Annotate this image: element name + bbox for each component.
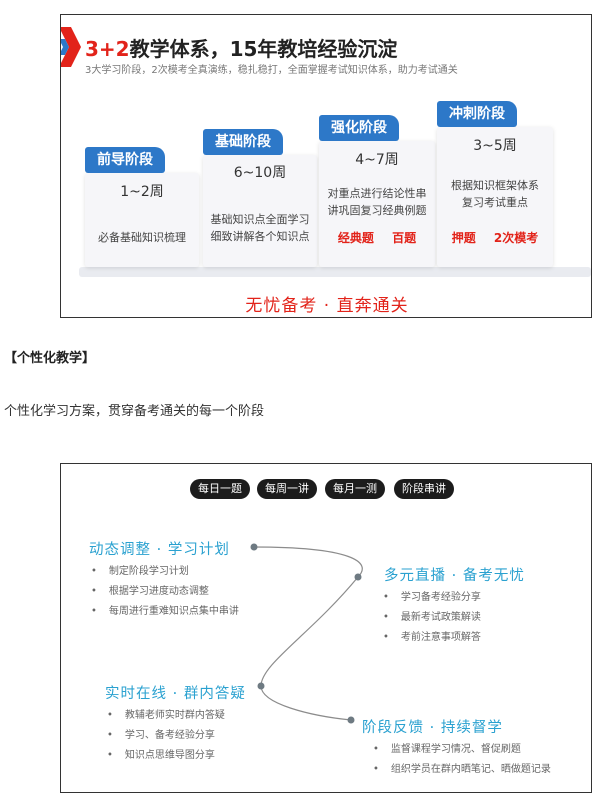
list-item: 每周进行重难知识点集中串讲 bbox=[91, 602, 239, 622]
section-title-live-stream: 多元直播 · 备考无忧 bbox=[384, 568, 525, 584]
stage-weeks: 6~10周 bbox=[233, 165, 287, 181]
stage-weeks: 3~5周 bbox=[473, 138, 517, 154]
curve-node bbox=[250, 543, 258, 551]
section-list: 教辅老师实时群内答疑 学习、备考经验分享 知识点思维导图分享 bbox=[107, 706, 225, 766]
pill-stage-review: 阶段串讲 bbox=[394, 479, 454, 499]
list-item: 学习、备考经验分享 bbox=[107, 726, 225, 746]
section-title-dynamic-plan: 动态调整 · 学习计划 bbox=[89, 542, 230, 558]
stage-desc: 必备基础知识梳理 bbox=[98, 231, 186, 244]
stage-tag-intensive: 强化阶段 bbox=[319, 115, 399, 141]
pill-weekly-lecture: 每周一讲 bbox=[257, 479, 317, 499]
stage-card-sprint bbox=[437, 127, 553, 267]
stage-desc: 基础知识点全面学习 细致讲解各个知识点 bbox=[210, 213, 310, 243]
personalized-teaching-figure: 每日一题 每周一讲 每月一测 阶段串讲 动态调整 · 学习计划 制定阶段学习计划… bbox=[60, 463, 592, 793]
stage-card-intensive bbox=[319, 141, 435, 267]
figure-slogan: 无忧备考 · 直奔通关 bbox=[245, 296, 409, 316]
connector-curve bbox=[250, 543, 363, 724]
stage-tag-sprint: 冲刺阶段 bbox=[437, 101, 517, 127]
figure-title: 3+2教学体系，15年教培经验沉淀 bbox=[85, 37, 398, 61]
list-item: 教辅老师实时群内答疑 bbox=[107, 706, 225, 726]
stage-desc: 对重点进行结论性串 讲巩固复习经典例题 bbox=[327, 187, 427, 217]
list-item: 根据学习进度动态调整 bbox=[91, 582, 239, 602]
list-item: 最新考试政策解读 bbox=[383, 608, 481, 628]
section-list: 监督课程学习情况、督促刷题 组织学员在群内晒笔记、晒做题记录 bbox=[373, 740, 551, 780]
section-heading: 【个性化教学】 bbox=[4, 351, 96, 366]
section-title-stage-feedback: 阶段反馈 · 持续督学 bbox=[362, 720, 503, 736]
stage-shelf bbox=[79, 267, 591, 277]
stage-weeks: 4~7周 bbox=[355, 152, 399, 168]
section-paragraph: 个性化学习方案，贯穿备考通关的每一个阶段 bbox=[4, 404, 265, 419]
brand-logo-icon bbox=[61, 27, 81, 67]
list-item: 监督课程学习情况、督促刷题 bbox=[373, 740, 551, 760]
stage-desc: 根据知识框架体系 复习考试重点 bbox=[451, 179, 539, 209]
curve-node bbox=[257, 682, 265, 690]
stage-highlight: 押题 2次模考 bbox=[451, 231, 539, 245]
list-item: 知识点思维导图分享 bbox=[107, 746, 225, 766]
section-list: 制定阶段学习计划 根据学习进度动态调整 每周进行重难知识点集中串讲 bbox=[91, 562, 239, 622]
stage-tag-preliminary: 前导阶段 bbox=[85, 147, 165, 173]
stage-highlight: 经典题 百题 bbox=[337, 231, 417, 245]
list-item: 考前注意事项解答 bbox=[383, 628, 481, 648]
stage-card-preliminary bbox=[85, 173, 199, 267]
curve-node bbox=[347, 716, 355, 724]
pill-daily-question: 每日一题 bbox=[190, 479, 250, 499]
stage-card-basic bbox=[203, 155, 317, 267]
figure-subtitle: 3大学习阶段，2次模考全真演练，稳扎稳打，全面掌握考试知识体系，助力考试通关 bbox=[85, 65, 458, 76]
list-item: 制定阶段学习计划 bbox=[91, 562, 239, 582]
pill-monthly-test: 每月一测 bbox=[325, 479, 385, 499]
section-title-online-qa: 实时在线 · 群内答疑 bbox=[105, 686, 246, 702]
list-item: 学习备考经验分享 bbox=[383, 588, 481, 608]
section-list: 学习备考经验分享 最新考试政策解读 考前注意事项解答 bbox=[383, 588, 481, 648]
stage-weeks: 1~2周 bbox=[120, 184, 164, 200]
curve-node bbox=[354, 573, 362, 581]
teaching-system-figure: 3+2教学体系，15年教培经验沉淀 3大学习阶段，2次模考全真演练，稳扎稳打，全… bbox=[60, 14, 592, 318]
stage-tag-basic: 基础阶段 bbox=[203, 129, 283, 155]
list-item: 组织学员在群内晒笔记、晒做题记录 bbox=[373, 760, 551, 780]
